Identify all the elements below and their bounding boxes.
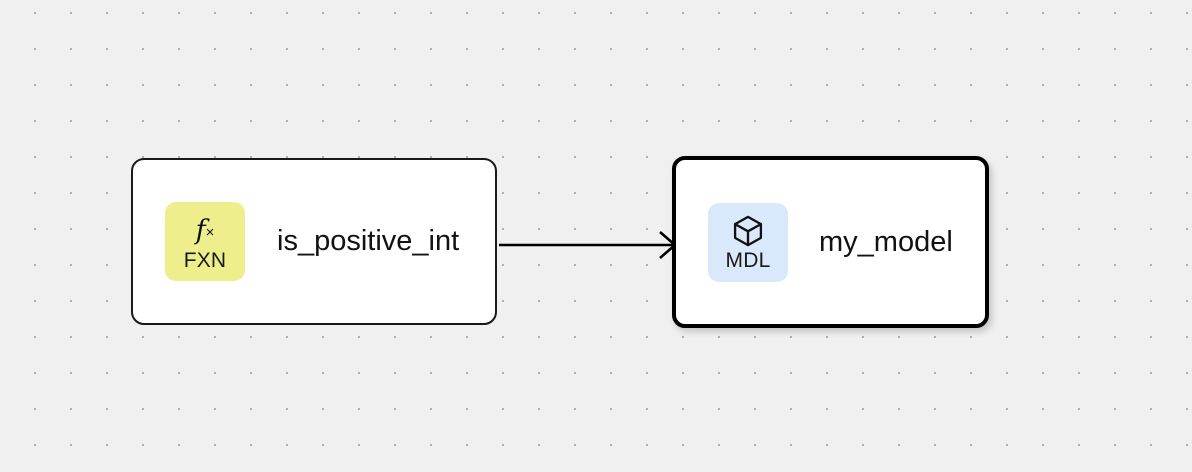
node-type-label-fxn: FXN [183,248,227,272]
fx-icon-f: f [195,215,206,246]
node-type-label-mdl: MDL [725,249,771,272]
fx-icon: f× [196,213,215,249]
graph-node-is-positive-int[interactable]: f× FXN is_positive_int [131,158,497,325]
cube-icon-svg [733,215,763,247]
edge-fxn-to-mdl[interactable] [499,231,677,259]
node-type-badge-fxn: f× FXN [165,202,245,281]
node-title-my-model: my_model [819,225,953,258]
graph-node-my-model[interactable]: MDL my_model [672,156,989,328]
node-title-is-positive-int: is_positive_int [277,225,460,257]
node-type-badge-mdl: MDL [708,202,788,282]
cube-icon [730,213,766,249]
fx-icon-x: × [205,224,215,241]
